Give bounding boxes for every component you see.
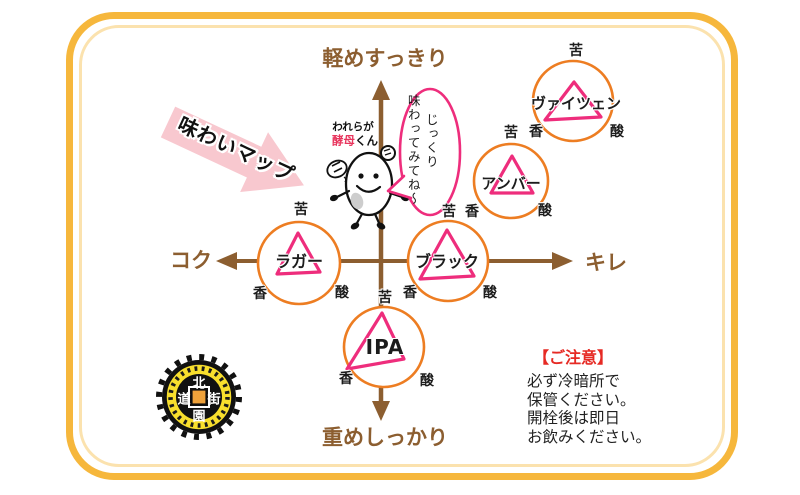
mascot-mini-bubble	[326, 159, 348, 179]
speech-bubble-shape	[386, 87, 462, 217]
notice-line-3: 開栓後は即日	[527, 409, 621, 427]
amber-flavor-triangle	[489, 154, 535, 195]
weizen-flavor-triangle	[543, 80, 603, 122]
mascot-eye-right	[373, 173, 379, 179]
ipa-flavor-triangle	[345, 311, 406, 371]
ipa-acid-label: 酸	[420, 373, 434, 389]
amber-acid-label: 酸	[538, 203, 552, 219]
bubble-text-column2: 味わってみてね～	[405, 94, 421, 206]
weizen-aroma-label: 香	[529, 124, 543, 140]
mascot-smile	[355, 184, 382, 193]
black-aroma-label: 香	[403, 285, 417, 301]
brewery-seal	[156, 354, 242, 440]
notice-line-4: お飲みください。	[527, 427, 652, 446]
taste-arrow-shape	[160, 106, 304, 193]
beer-name-weizen: ヴァイツェン	[530, 94, 622, 113]
notice-line-2: 保管ください。	[527, 390, 636, 409]
mascot-caption-highlight: 酵母	[332, 133, 355, 148]
black-bitter-label: 苦	[442, 204, 456, 220]
storage-notice: 【ご注意】 必ず冷暗所で 保管ください。 開栓後は即日 お飲みください。	[527, 344, 667, 446]
bubble-text-column1: じっくり	[423, 113, 439, 169]
seal-kanji-top: 北	[192, 376, 206, 392]
mascot-ear	[380, 145, 396, 161]
card-outer-border	[66, 12, 738, 480]
notice-title: 【ご注意】	[533, 348, 614, 367]
seal-center-square	[191, 389, 207, 405]
amber-bitter-label: 苦	[504, 125, 518, 141]
notice-line-1: 必ず冷暗所で	[527, 372, 621, 390]
seal-kanji-left: 道	[177, 392, 191, 408]
seal-kanji-right: 街	[207, 392, 221, 408]
weizen-circle	[531, 59, 615, 143]
ipa-circle	[342, 305, 426, 389]
black-acid-label: 酸	[483, 285, 497, 301]
lager-acid-label: 酸	[335, 285, 349, 301]
seal-kanji-bottom: 園	[192, 409, 206, 425]
weizen-bitter-label: 苦	[569, 43, 583, 59]
amber-aroma-label: 香	[465, 204, 479, 220]
beer-name-black: ブラック	[414, 252, 480, 271]
yeast-mascot	[326, 145, 410, 230]
lager-circle	[256, 220, 342, 306]
beer-name-amber: アンバー	[481, 174, 541, 193]
beer-name-ipa: IPA	[365, 335, 405, 359]
mascot-caption-suffix: くん	[355, 133, 378, 148]
amber-circle	[472, 142, 550, 220]
beer-name-lager: ラガー	[274, 252, 324, 271]
black-flavor-triangle	[418, 228, 476, 281]
axis-label-bottom: 重めしっかり	[322, 425, 448, 450]
black-circle	[406, 219, 490, 303]
mascot-eye-left	[358, 173, 364, 179]
weizen-acid-label: 酸	[610, 124, 624, 140]
lager-bitter-label: 苦	[294, 202, 308, 218]
mascot-caption-line1: われらが	[332, 120, 374, 133]
card-inner-border	[79, 25, 725, 467]
mascot-caption-line2: 酵母くん	[332, 135, 378, 147]
axis-label-left: コク	[170, 248, 212, 273]
ipa-bitter-label: 苦	[378, 290, 392, 306]
seal-ring-text-marks	[168, 366, 230, 428]
ipa-aroma-label: 香	[339, 371, 353, 387]
axis-label-right: キレ	[585, 250, 627, 275]
lager-aroma-label: 香	[253, 286, 267, 302]
axis-label-top: 軽めすっきり	[322, 46, 448, 71]
lager-flavor-triangle	[275, 231, 322, 276]
